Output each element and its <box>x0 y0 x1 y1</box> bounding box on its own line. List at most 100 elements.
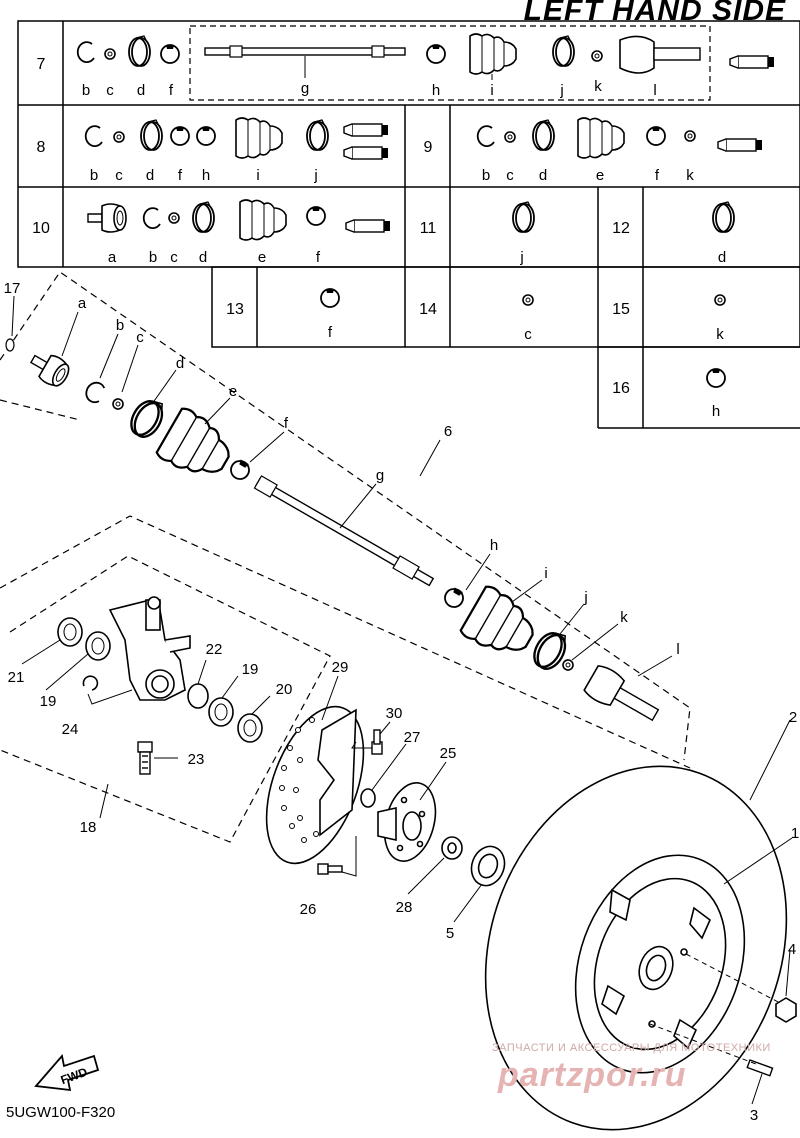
nut-28-icon <box>441 836 463 860</box>
callout-4: 4 <box>788 941 796 958</box>
row12-label-d: d <box>718 249 726 266</box>
row9-label-e: e <box>596 167 604 184</box>
row-12-number: 12 <box>612 220 630 237</box>
callout-6: 6 <box>444 423 452 440</box>
shaft-assembly-parts <box>5 338 660 722</box>
row14-label-c: c <box>524 326 532 343</box>
callout-18: 18 <box>80 819 97 836</box>
leader-lines <box>11 295 793 1105</box>
nut-axis <box>685 953 783 1005</box>
row7-label-c: c <box>106 82 114 99</box>
page-title: LEFT HAND SIDE <box>523 0 786 27</box>
stud-3-icon <box>746 1059 774 1077</box>
row10-label-f: f <box>316 249 321 266</box>
callout-f: f <box>284 415 289 432</box>
callout-e: e <box>229 383 237 400</box>
diagram-code: 5UGW100-F320 <box>6 1104 116 1121</box>
row-7-number: 7 <box>37 56 46 73</box>
row8-label-h: h <box>202 167 210 184</box>
row8-label-b: b <box>90 167 98 184</box>
o-ring-27-icon <box>360 788 376 808</box>
disc-holes <box>279 717 319 843</box>
row-10-parts <box>87 199 391 241</box>
stud-axis <box>649 1023 757 1065</box>
watermark-logo: partzpor.ru <box>498 1056 687 1094</box>
callout-23: 23 <box>188 751 205 768</box>
outer-joint-l-icon <box>619 35 701 74</box>
row-11-number: 11 <box>420 220 437 237</box>
row7-label-h: h <box>432 82 440 99</box>
row-9-number: 9 <box>424 139 433 156</box>
row13-clip-f-icon <box>320 288 340 308</box>
row11-band-j-icon <box>512 201 535 233</box>
callout-3: 3 <box>750 1107 758 1124</box>
row10-label-e: e <box>258 249 266 266</box>
row8-label-j: j <box>313 167 317 184</box>
callout-20: 20 <box>276 681 293 698</box>
callout-19b: 19 <box>242 661 259 678</box>
row14-ring-c-icon <box>522 294 534 306</box>
row13-label-f: f <box>328 324 333 341</box>
leader-30 <box>351 741 372 749</box>
lug-nut-4-icon <box>775 997 797 1023</box>
row10-label-a: a <box>108 249 117 266</box>
callout-h: h <box>490 537 498 554</box>
row7-label-d: d <box>137 82 145 99</box>
callout-k: k <box>620 609 628 626</box>
row10-label-d: d <box>199 249 207 266</box>
row9-label-d: d <box>539 167 547 184</box>
callout-i: i <box>544 565 547 582</box>
kit-table <box>17 20 800 429</box>
row7-label-g: g <box>301 80 309 97</box>
callout-27: 27 <box>404 729 421 746</box>
callout-21: 21 <box>8 669 25 686</box>
row7-label-b: b <box>82 82 90 99</box>
row16-clip-h-icon <box>706 368 726 388</box>
row15-label-k: k <box>716 326 724 343</box>
callout-l: l <box>676 641 679 658</box>
ball-joint-23-icon <box>137 741 153 775</box>
row12-band-d-icon <box>712 201 735 233</box>
row7-label-f: f <box>169 82 174 99</box>
row8-label-d: d <box>146 167 154 184</box>
row9-label-c: c <box>506 167 514 184</box>
leader-26 <box>341 836 357 877</box>
row-9-parts <box>476 117 763 159</box>
callout-29: 29 <box>332 659 349 676</box>
circlip-24-icon <box>82 675 99 691</box>
callout-25: 25 <box>440 745 457 762</box>
knuckle-icon <box>108 596 191 701</box>
joint-a-icon <box>25 346 74 391</box>
row8-label-i: i <box>256 167 259 184</box>
collar-22-icon <box>187 683 209 709</box>
callout-d: d <box>176 355 184 372</box>
row-8-parts <box>84 117 389 160</box>
row8-label-c: c <box>115 167 123 184</box>
row-15-number: 15 <box>612 301 630 318</box>
row-10-number: 10 <box>32 220 50 237</box>
shaft-assembly-group <box>0 271 691 761</box>
callout-j: j <box>583 589 587 606</box>
callout-5: 5 <box>446 925 454 942</box>
row-7-parts <box>76 33 775 80</box>
callout-17: 17 <box>4 280 21 297</box>
row10-label-b: b <box>149 249 157 266</box>
watermark-subtitle: ЗАПЧАСТИ И АКСЕССУАРЫ ДЛЯ МОТОТЕХНИКИ <box>492 1042 771 1054</box>
row11-label-j: j <box>519 249 523 266</box>
cap-5-icon <box>470 845 506 887</box>
row15-ring-k-icon <box>714 294 726 306</box>
fwd-arrow-icon: FWD <box>34 1054 100 1092</box>
axle-shaft-g-icon <box>253 475 435 587</box>
row9-label-f: f <box>655 167 660 184</box>
callout-a: a <box>78 295 87 312</box>
callout-22: 22 <box>206 641 223 658</box>
row7-dashed-group <box>189 25 711 101</box>
row10-label-c: c <box>170 249 178 266</box>
knuckle-assembly-parts <box>57 596 263 775</box>
callout-26: 26 <box>300 901 317 918</box>
row-16-number: 16 <box>612 380 630 397</box>
row16-label-h: h <box>712 403 720 420</box>
row9-label-k: k <box>686 167 694 184</box>
brake-disc-29-icon <box>265 705 365 865</box>
